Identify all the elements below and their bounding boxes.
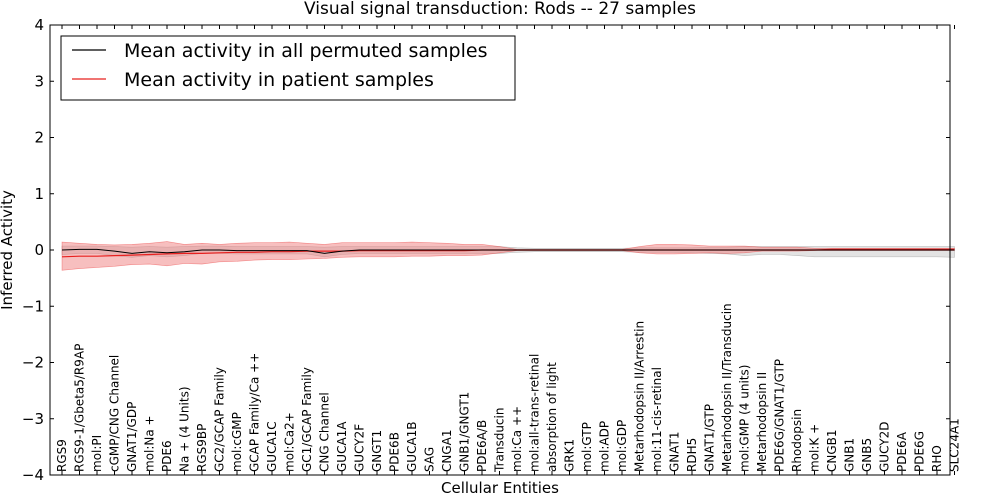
x-tick-label: mol:Ca ++ — [510, 406, 524, 472]
x-tick-label: GNB1 — [843, 438, 857, 472]
y-tick-label: −1 — [22, 297, 44, 315]
x-tick-label: RGS9BP — [195, 424, 209, 472]
x-tick-label: CNGA1 — [440, 430, 454, 473]
x-tick-label: GC2/GCAP Family — [213, 367, 227, 472]
x-tick-label: PDE6B — [388, 432, 402, 472]
x-tick-label: Metarhodopsin II — [755, 372, 769, 472]
x-tick-label: mol:GMP (4 units) — [738, 365, 752, 472]
x-tick-label: PDE6A/B — [475, 420, 489, 472]
x-tick-label: RDH5 — [685, 438, 699, 472]
x-tick-label: GC1/GCAP Family — [300, 367, 314, 472]
y-axis-label: Inferred Activity — [0, 190, 16, 310]
series-lines — [61, 248, 955, 258]
x-tick-label: GNB1/GNGT1 — [458, 392, 472, 472]
x-tick-label: GNAT1/GDP — [125, 402, 139, 472]
x-tick-label: Rhodopsin — [790, 409, 804, 472]
x-tick-label: GUCA1C — [265, 421, 279, 472]
x-tick-label: mol:all-trans-retinal — [528, 354, 542, 472]
x-tick-label: GUCY2D — [878, 422, 892, 472]
x-tick-label: RHO — [930, 445, 944, 472]
legend: Mean activity in all permuted samples Me… — [60, 35, 516, 101]
y-tick-label: −3 — [22, 410, 44, 428]
x-tick-label: GNGT1 — [370, 430, 384, 472]
y-tick-label: 0 — [34, 241, 44, 259]
x-tick-label: Metarhodopsin II/Transducin — [720, 303, 734, 472]
y-tick-label: 3 — [34, 72, 44, 90]
x-tick-label: GCAP Family/Ca ++ — [248, 353, 262, 472]
x-tick-label: GUCY2F — [353, 424, 367, 472]
line-permuted — [61, 248, 955, 254]
x-tick-label: RGS9 — [55, 439, 69, 472]
x-tick-label: CNGB1 — [825, 429, 839, 472]
x-tick-label: RGS9-1/Gbeta5/R9AP — [73, 344, 87, 472]
x-tick-label: GUCA1B — [405, 421, 419, 472]
y-tick-label: −2 — [22, 354, 44, 372]
x-tick-label: SLC24A1 — [948, 418, 962, 472]
x-tick-label: GNB5 — [860, 438, 874, 472]
x-tick-label: mol:GTP — [580, 422, 594, 472]
x-axis-label: Cellular Entities — [441, 479, 559, 497]
x-tick-label: CNG Channel — [318, 392, 332, 472]
x-tick-label: PDE6G — [913, 431, 927, 472]
x-tick-label: mol:PI — [90, 435, 104, 472]
x-tick-label: Transducin — [493, 408, 507, 473]
band-patient — [61, 241, 955, 271]
x-tick-label: GNAT1/GTP — [703, 404, 717, 472]
x-tick-label: mol:GDP — [615, 420, 629, 472]
x-tick-label: mol:11-cis-retinal — [650, 367, 664, 472]
x-tick-label: GNAT1 — [668, 431, 682, 472]
x-tick-label: mol:Ca2+ — [283, 412, 297, 472]
y-tick-label: 1 — [34, 185, 44, 203]
x-tick-label: mol:cGMP — [230, 412, 244, 472]
x-tick-label: PDE6G/GNAT1/GTP — [773, 359, 787, 472]
x-tick-label: absorption of light — [545, 362, 559, 472]
x-tick-label: cGMP/CNG Channel — [108, 355, 122, 472]
confidence-bands — [61, 241, 955, 271]
x-tick-label: Metarhodopsin II/Arrestin — [633, 321, 647, 472]
x-tick-label: mol:Na + — [143, 415, 157, 472]
x-tick-label: PDE6 — [160, 440, 174, 472]
y-tick-label: 2 — [34, 129, 44, 147]
x-tick-label: PDE6A — [895, 431, 909, 472]
y-tick-label: 4 — [34, 16, 44, 34]
legend-label-patient: Mean activity in patient samples — [124, 69, 434, 91]
y-axis: −4 −3 −2 −1 0 1 2 3 4 — [22, 16, 950, 484]
x-tick-label: Na + (4 Units) — [178, 386, 192, 472]
x-tick-label: GUCA1A — [335, 421, 349, 472]
x-tick-label: mol:ADP — [598, 421, 612, 472]
y-tick-label: −4 — [22, 466, 44, 484]
x-tick-label: mol:K + — [808, 424, 822, 472]
x-tick-label: GRK1 — [563, 439, 577, 472]
chart-title: Visual signal transduction: Rods -- 27 s… — [304, 0, 696, 19]
legend-box — [60, 35, 516, 101]
x-tick-label: SAG — [423, 447, 437, 472]
legend-label-permuted: Mean activity in all permuted samples — [124, 40, 487, 62]
